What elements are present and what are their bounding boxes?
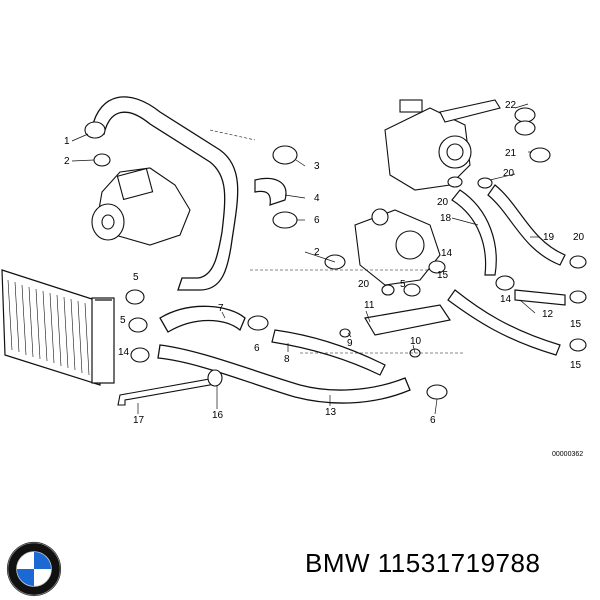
callout-5-mid: 5 [400, 279, 406, 290]
diagram-reference-code: 00000362 [552, 451, 583, 458]
hose-11 [364, 304, 451, 336]
callout-6-bottom: 6 [430, 415, 436, 426]
callout-14-mid: 14 [441, 248, 453, 259]
callout-6-top: 6 [314, 215, 320, 226]
callout-10: 10 [410, 336, 422, 347]
bracket-17 [117, 377, 216, 406]
callout-11: 11 [364, 300, 375, 311]
callout-20-left: 20 [437, 197, 449, 208]
brand-name: BMW [305, 548, 371, 578]
callout-9: 9 [347, 338, 353, 349]
pipe-8 [271, 329, 386, 376]
callout-2: 2 [64, 156, 70, 167]
part-number: 11531719788 [377, 548, 541, 578]
footer-brand-part: BMW 11531719788 [305, 548, 540, 579]
callout-2-mid: 2 [314, 247, 320, 258]
radiator [1, 269, 115, 386]
callout-5-a: 5 [133, 272, 139, 283]
callout-4: 4 [314, 193, 320, 204]
coolant-outlet-housing [354, 208, 441, 286]
callout-15-mid: 15 [437, 270, 449, 281]
callout-8: 8 [284, 354, 290, 365]
bmw-logo-icon [6, 541, 62, 597]
hose-clamps [84, 107, 587, 400]
callout-15-a: 15 [570, 319, 582, 330]
callout-16: 16 [212, 410, 224, 421]
hose-right [447, 289, 561, 356]
callout-14-left: 14 [118, 347, 130, 358]
callout-6-left: 6 [254, 343, 260, 354]
callout-19: 19 [543, 232, 555, 243]
callout-21: 21 [505, 148, 517, 159]
callout-17: 17 [133, 415, 145, 426]
callout-1: 1 [64, 136, 70, 147]
hose-19 [487, 184, 566, 266]
callout-7: 7 [218, 303, 224, 314]
leader-lines [71, 103, 540, 415]
hose-18 [451, 189, 497, 276]
callout-20-mid: 20 [358, 279, 370, 290]
hose-upper [91, 96, 239, 291]
callout-15-b: 15 [570, 360, 582, 371]
hose-lower-13 [157, 344, 411, 404]
leader-dashes [209, 129, 465, 354]
cooling-system-diagram: 1 2 3 4 6 2 5 5 14 7 6 8 9 10 11 20 5 14… [1, 96, 587, 458]
water-pump [91, 167, 191, 246]
callout-22: 22 [505, 100, 517, 111]
callout-13: 13 [325, 407, 337, 418]
callout-20-right: 20 [573, 232, 585, 243]
callout-14-right: 14 [500, 294, 512, 305]
hose-12 [514, 289, 566, 306]
callout-labels: 1 2 3 4 6 2 5 5 14 7 6 8 9 10 11 20 5 14… [64, 100, 585, 426]
callout-3: 3 [314, 161, 320, 172]
thermostat-housing [384, 99, 501, 191]
callout-18: 18 [440, 213, 452, 224]
callout-20-top: 20 [503, 168, 515, 179]
hose-7 [159, 305, 246, 333]
hose-small-4 [254, 177, 287, 206]
callout-5-b: 5 [120, 315, 126, 326]
callout-12: 12 [542, 309, 554, 320]
